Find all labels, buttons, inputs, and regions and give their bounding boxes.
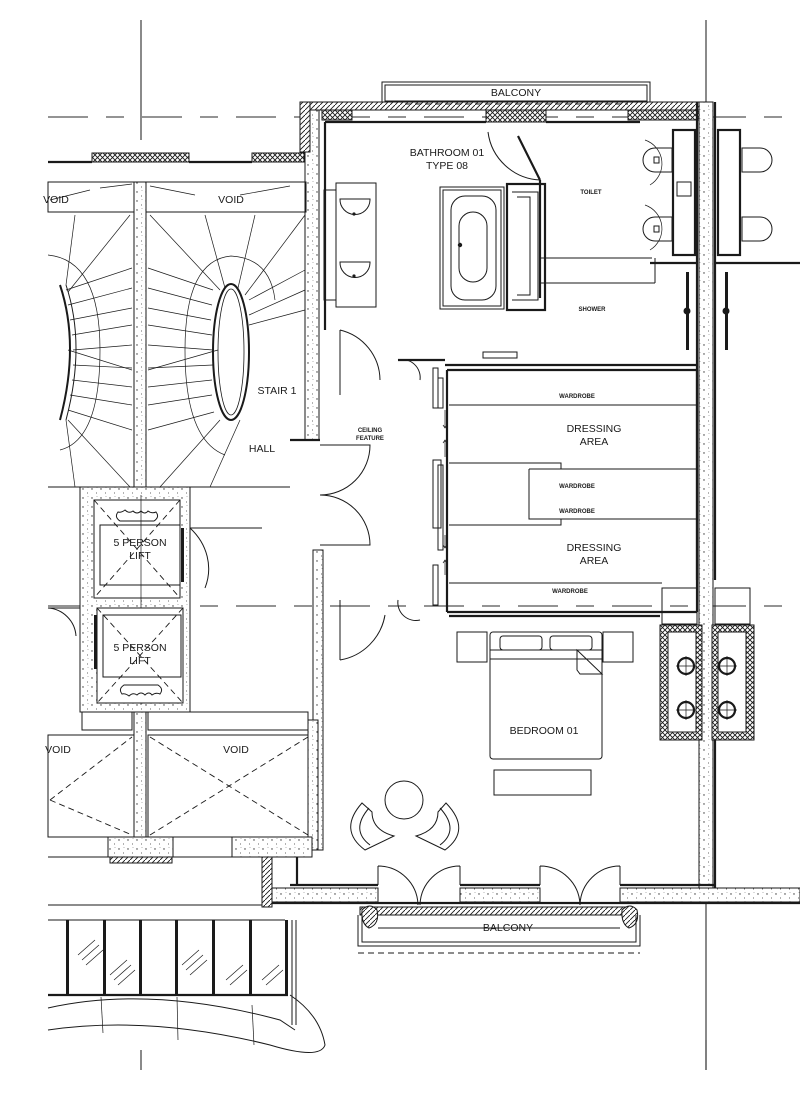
void-top-right-label: VOID <box>218 194 244 206</box>
bench <box>493 769 592 796</box>
void-top: VOID VOID <box>43 181 307 213</box>
basin-icon <box>339 198 371 216</box>
nightstand-right <box>602 631 634 663</box>
balcony-top-label: BALCONY <box>491 87 541 99</box>
door-icon <box>189 527 262 589</box>
dressing-suite: WARDROBE DRESSING AREA WARDROBE WARDROBE… <box>432 367 697 606</box>
armchair-icon <box>414 802 460 851</box>
toilet-label: TOILET <box>580 190 602 196</box>
door-icon <box>419 865 461 906</box>
basin-icon <box>339 261 371 278</box>
toilet-icon <box>642 216 673 242</box>
void-bottom-left-label: VOID <box>45 744 71 756</box>
dressing-2-label-line2: AREA <box>580 555 609 567</box>
stair-treads-left <box>47 214 133 488</box>
hall: CEILING FEATURE <box>319 329 421 661</box>
door-icon <box>487 131 541 181</box>
wardrobe-4-label: WARDROBE <box>552 589 588 595</box>
void-bottom: VOID VOID <box>45 711 319 851</box>
pipe-icon <box>676 656 696 676</box>
shower-head-icon <box>683 307 691 315</box>
balcony-bottom-label: BALCONY <box>483 922 533 934</box>
toilet-icon <box>642 147 673 173</box>
door-icon <box>579 865 621 906</box>
wc-stalls <box>642 128 697 257</box>
sliding-doors <box>432 367 448 606</box>
door-icon <box>397 599 421 621</box>
dressing-2-label-line1: DRESSING <box>567 542 622 554</box>
bathroom-label-line2: TYPE 08 <box>426 160 468 172</box>
nightstand-left <box>456 631 488 663</box>
lift-1-label-line1: 5 PERSON <box>113 537 166 549</box>
lift-1-label-line2: LIFT <box>129 550 151 562</box>
wardrobe-2-label: WARDROBE <box>559 484 595 490</box>
lift-icon <box>115 509 159 522</box>
glazing-mullions <box>66 920 288 995</box>
glass-hatch <box>77 939 284 986</box>
void-top-left-label: VOID <box>43 194 69 206</box>
door-icon <box>539 865 581 906</box>
bed-icon <box>489 631 604 760</box>
door-icon <box>47 607 80 637</box>
balcony-top: BALCONY <box>299 81 711 123</box>
door-icon <box>397 359 421 381</box>
pipe-icon <box>676 700 696 720</box>
toilet-icon <box>741 216 773 242</box>
wc-stalls-adjacent <box>715 128 800 265</box>
door-icon <box>339 600 386 661</box>
ceiling-feature-line2: FEATURE <box>356 436 384 442</box>
balcony-bottom: BALCONY <box>357 905 641 954</box>
dressing-1-label-line2: AREA <box>580 436 609 448</box>
armchair-icon <box>350 802 396 851</box>
dressing-1-label-line1: DRESSING <box>567 423 622 435</box>
shower-label: SHOWER <box>579 307 607 313</box>
ceiling-feature-line1: CEILING <box>358 428 383 434</box>
wardrobe-1-label: WARDROBE <box>559 394 595 400</box>
hall-label: HALL <box>249 443 275 455</box>
wardrobe-3-label: WARDROBE <box>559 509 595 515</box>
round-table-icon <box>384 780 424 820</box>
vanity <box>323 182 377 308</box>
lift-2-label-line1: 5 PERSON <box>113 642 166 654</box>
lift-1: 5 PERSON LIFT <box>93 495 184 705</box>
bathroom-01: BATHROOM 01 TYPE 08 <box>323 128 800 350</box>
door-icon <box>319 494 371 546</box>
toilet-icon <box>741 147 773 173</box>
door-icon <box>339 329 381 395</box>
door-icon <box>319 444 371 496</box>
pipe-icon <box>717 656 737 676</box>
door-icon <box>377 865 419 906</box>
stair-label: STAIR 1 <box>258 385 297 397</box>
lift-2: 5 PERSON LIFT <box>94 607 184 704</box>
pipe-icon <box>717 700 737 720</box>
bathtub-icon <box>439 182 547 312</box>
bedroom-01: BEDROOM 01 <box>350 631 634 906</box>
bathroom-label-line1: BATHROOM 01 <box>410 147 485 159</box>
glazed-facade <box>47 836 326 1053</box>
stair-treads-right <box>147 214 306 488</box>
bedroom-label: BEDROOM 01 <box>510 725 579 737</box>
lift-2-label-line2: LIFT <box>129 655 151 667</box>
void-bottom-right-label: VOID <box>223 744 249 756</box>
stair-1: STAIR 1 HALL <box>47 214 306 488</box>
service-risers <box>659 587 755 741</box>
lift-core: 5 PERSON LIFT 5 PERSON LIFT <box>47 486 262 713</box>
lift-icon <box>119 684 163 697</box>
